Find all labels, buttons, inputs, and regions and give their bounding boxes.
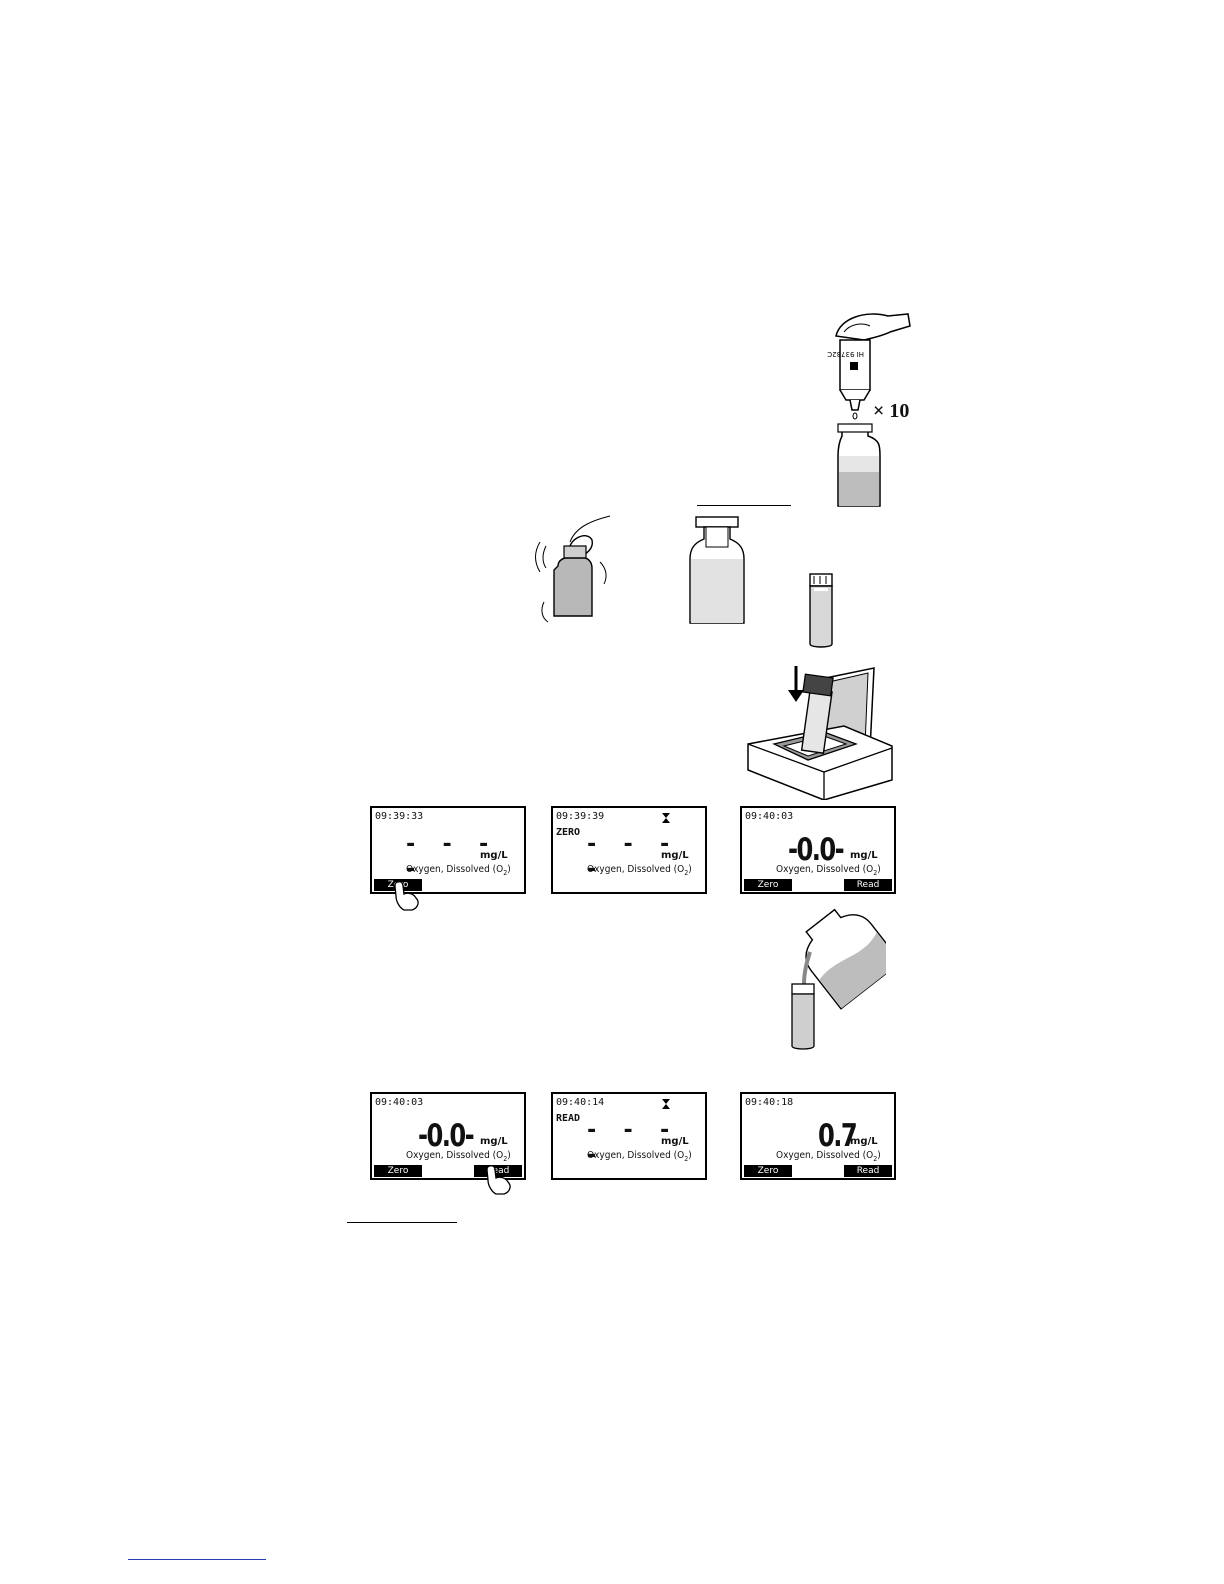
down-arrow-icon [794,666,795,667]
reading-value: -0.0- [788,832,845,868]
parameter-label: Oxygen, Dissolved (O2) [406,1150,511,1163]
zero-softkey[interactable]: Zero [744,1165,792,1177]
unit-label: mg/L [661,1136,689,1147]
reagent-dropper-illustration: HI 93732C [827,313,911,507]
screen-time: 09:39:39 [556,811,605,822]
settled-bottle-illustration [689,516,745,624]
unit-label: mg/L [850,850,878,861]
screen-time: 09:39:33 [375,811,424,822]
screen-time: 09:40:03 [375,1097,424,1108]
read-softkey[interactable]: Read [474,1165,522,1177]
unit-label: mg/L [480,850,508,861]
meter-screen-2: 09:39:39 ZERO - - - - mg/L Oxygen, Disso… [551,806,707,894]
unit-label: mg/L [480,1136,508,1147]
reading-value: -0.0- [418,1118,475,1154]
meter-screen-1: 09:39:33 - - - - mg/L Oxygen, Dissolved … [370,806,526,894]
reading-dashes: - - - - [404,832,496,882]
divider-rule [697,505,791,506]
screen-time: 09:40:03 [745,811,794,822]
svg-text:HI 93732C: HI 93732C [827,350,864,358]
meter-screen-3: 09:40:03 -0.0- mg/L Oxygen, Dissolved (O… [740,806,896,894]
zero-softkey[interactable]: Zero [374,1165,422,1177]
unit-label: mg/L [850,1136,878,1147]
shake-bottle-illustration [535,515,611,623]
read-softkey[interactable]: Read [844,1165,892,1177]
meter-screen-5: 09:40:14 READ - - - - mg/L Oxygen, Disso… [551,1092,707,1180]
meter-screen-6: 09:40:18 0.7 mg/L Oxygen, Dissolved (O2)… [740,1092,896,1180]
reading-value: 0.7 [818,1118,858,1154]
unit-label: mg/L [661,850,689,861]
parameter-label: Oxygen, Dissolved (O2) [406,864,511,877]
hourglass-icon [662,813,670,823]
divider-rule [128,1559,266,1560]
screen-mode: READ [556,1113,581,1124]
meter-screen-4: 09:40:03 -0.0- mg/L Oxygen, Dissolved (O… [370,1092,526,1180]
pointing-finger-icon [486,1165,511,1195]
pointing-finger-icon [394,881,419,911]
parameter-label: Oxygen, Dissolved (O2) [776,1150,881,1163]
screen-time: 09:40:18 [745,1097,794,1108]
meter-insert-cuvette-illustration [747,666,893,800]
parameter-label: Oxygen, Dissolved (O2) [776,864,881,877]
zero-softkey[interactable]: Zero [744,879,792,891]
pour-sample-illustration [791,908,886,1050]
drop-count-label: × 10 [873,400,910,422]
parameter-label: Oxygen, Dissolved (O2) [587,864,692,877]
cuvette-illustration [809,573,833,648]
screen-mode: ZERO [556,827,581,838]
read-softkey[interactable]: Read [844,879,892,891]
reading-dashes: - - - - [585,832,677,882]
divider-rule [347,1222,457,1223]
hourglass-icon [662,1099,670,1109]
reading-dashes: - - - - [585,1118,677,1168]
screen-time: 09:40:14 [556,1097,605,1108]
parameter-label: Oxygen, Dissolved (O2) [587,1150,692,1163]
